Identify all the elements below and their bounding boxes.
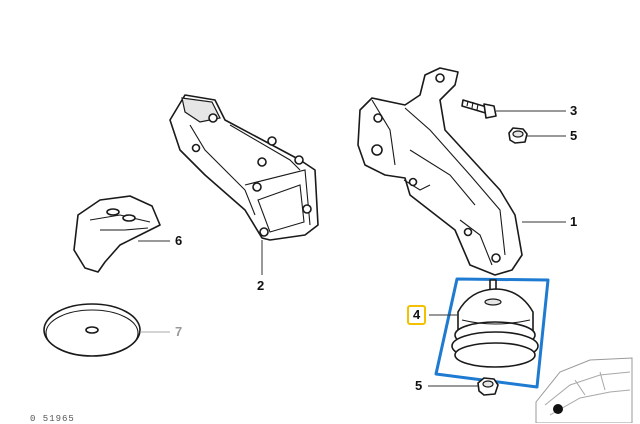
callout-7[interactable]: 7 — [175, 324, 183, 339]
mount-location-dot — [553, 404, 563, 414]
callout-4-selected[interactable]: 4 — [407, 305, 427, 325]
car-locator-thumbnail — [535, 357, 633, 423]
callout-1[interactable]: 1 — [570, 214, 578, 229]
diagram-reference-number: 0 51965 — [30, 414, 75, 424]
heat-shield-part-6[interactable] — [73, 195, 161, 273]
callout-5-top[interactable]: 5 — [570, 128, 578, 143]
callout-6[interactable]: 6 — [175, 233, 183, 248]
washer-disc-part-7[interactable] — [43, 303, 141, 357]
engine-support-bracket-part-2[interactable] — [169, 94, 319, 241]
callout-5-bottom[interactable]: 5 — [415, 378, 423, 393]
callout-3[interactable]: 3 — [570, 103, 578, 118]
engine-mount-bracket-part-1[interactable] — [357, 67, 523, 276]
bolt-part-3[interactable] — [461, 99, 497, 119]
nut-part-5-top[interactable] — [508, 127, 528, 144]
engine-mount-part-4[interactable] — [434, 277, 550, 389]
selection-highlight-box — [434, 277, 550, 389]
callout-2[interactable]: 2 — [257, 278, 265, 293]
nut-part-5-bottom[interactable] — [477, 377, 499, 396]
